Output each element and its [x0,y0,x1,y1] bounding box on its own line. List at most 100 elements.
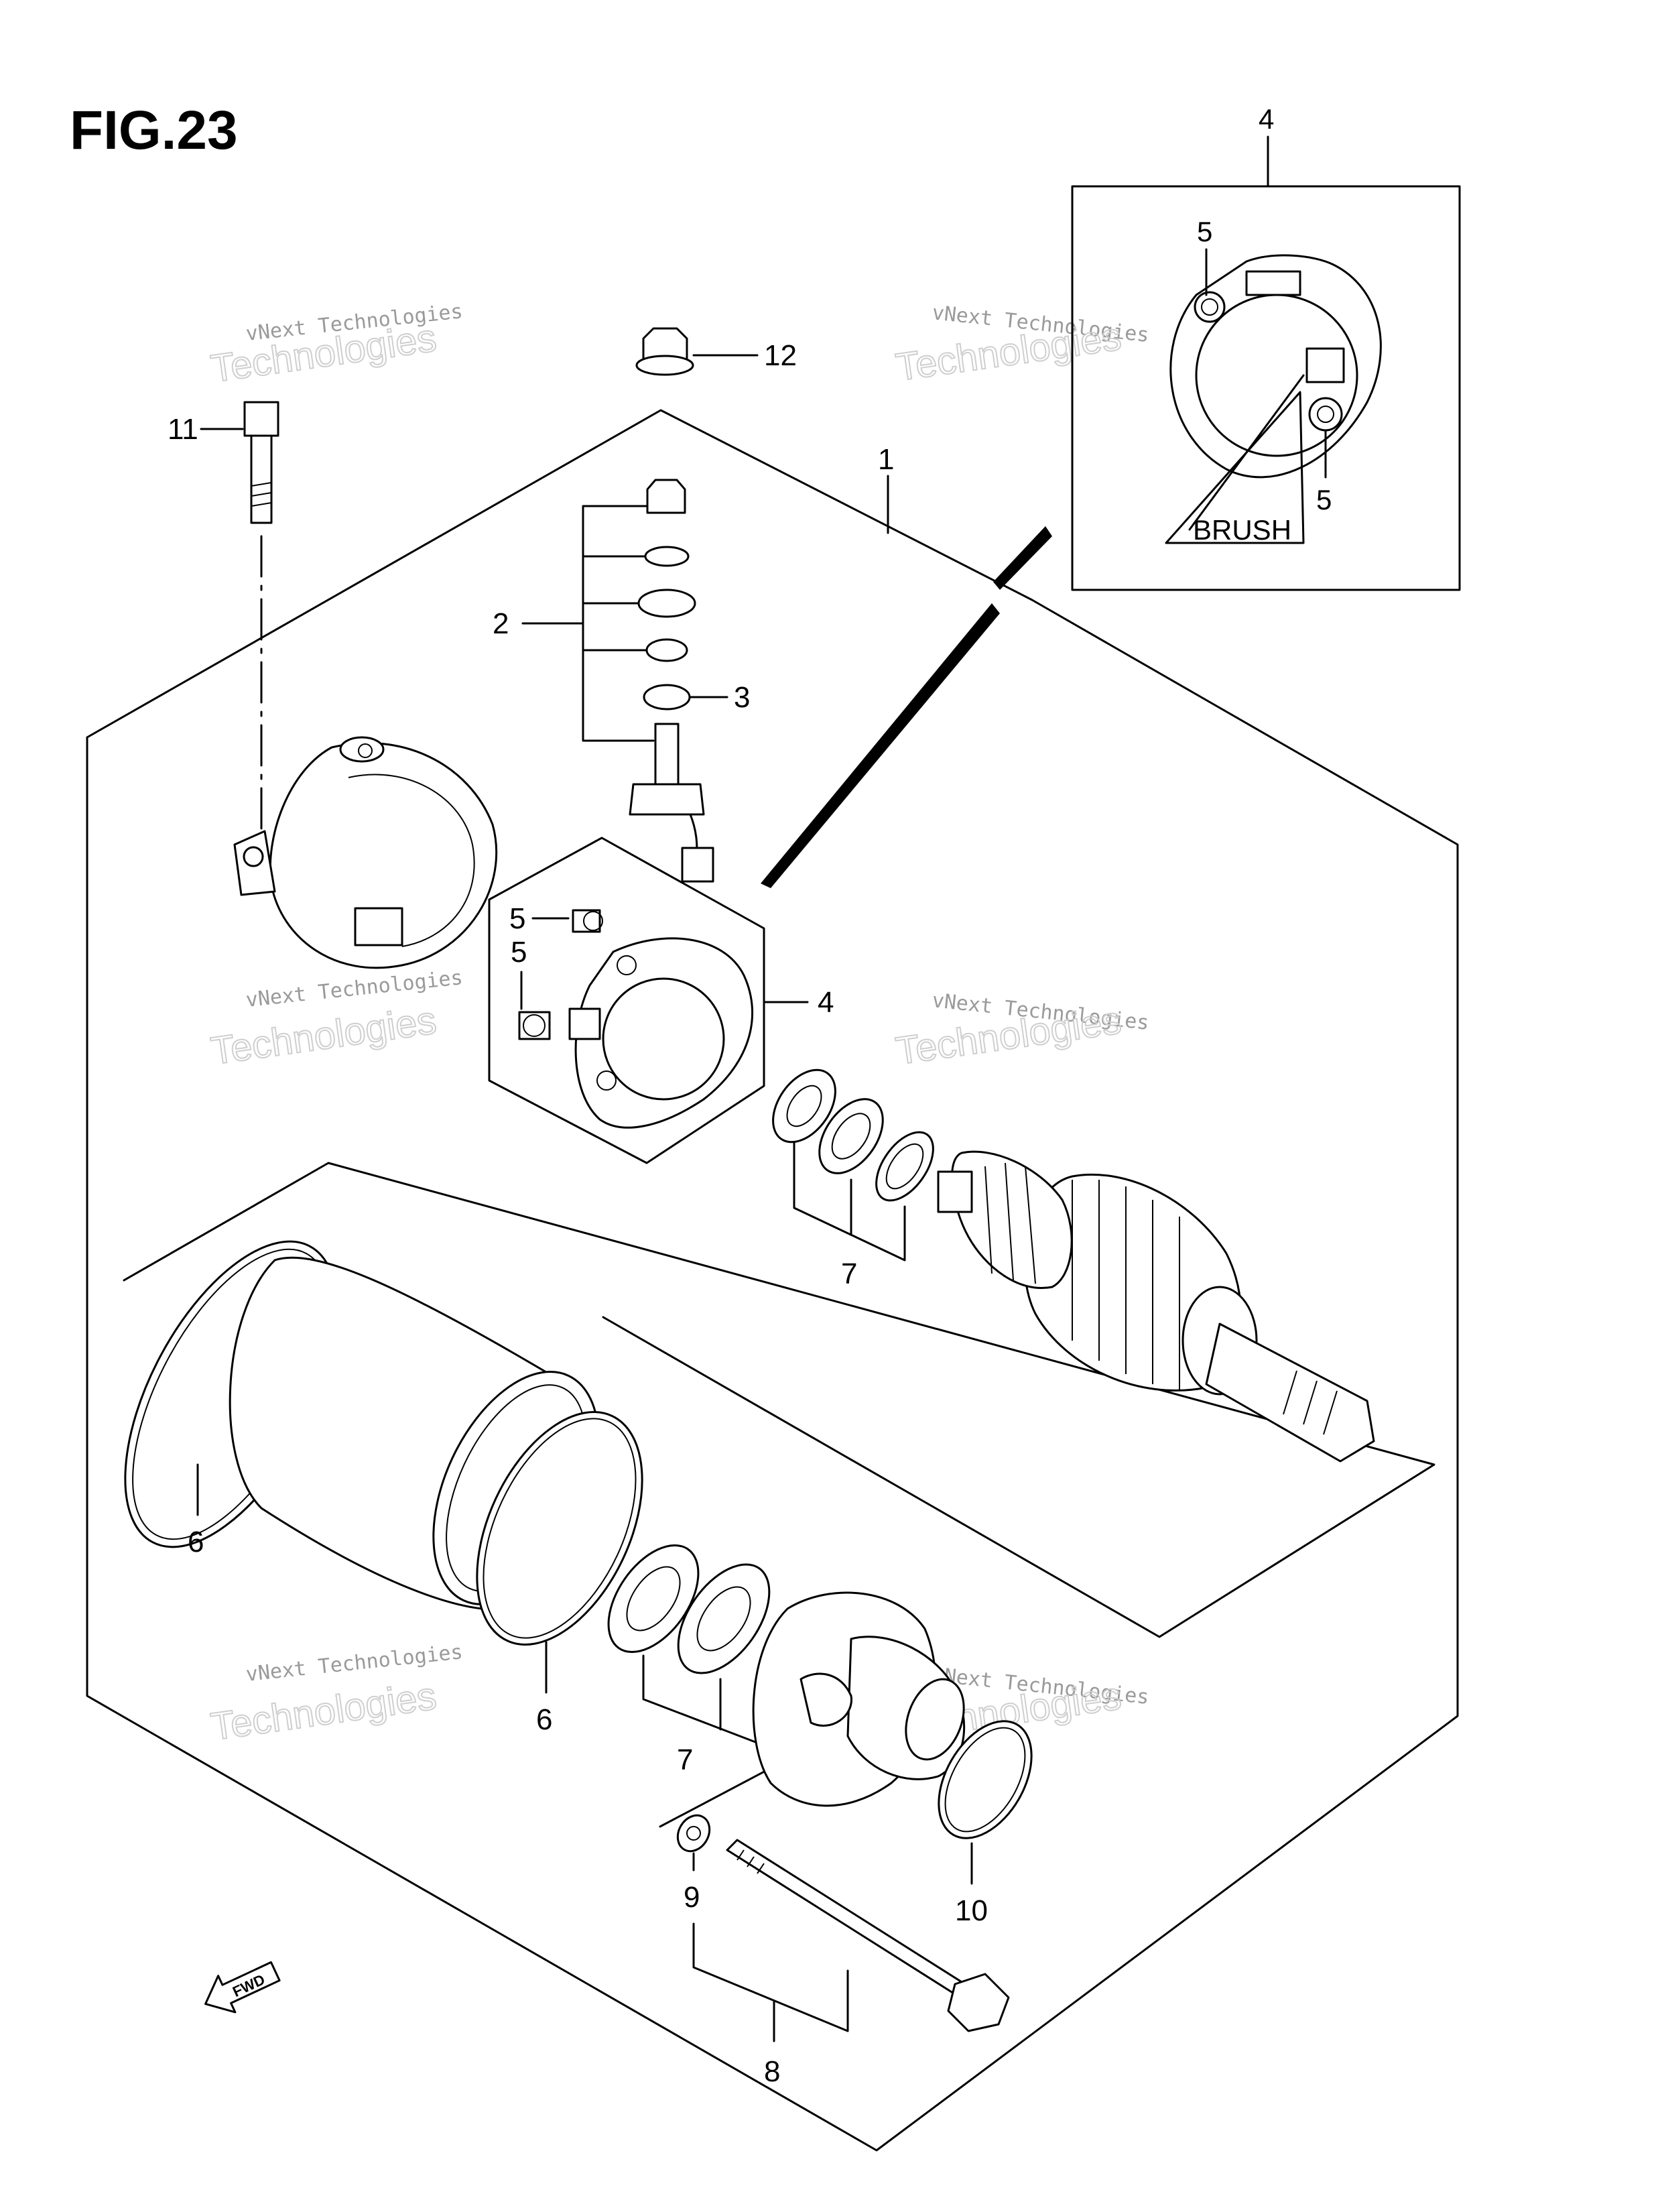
brush-pointer [1165,391,1305,544]
washer-7-upper-c-hole [885,1143,924,1190]
rear-cover [233,736,498,969]
terminal-bolt [654,723,680,786]
callout-12: 12 [764,339,797,372]
part-8-through-bolts: 9 8 [676,1814,1010,2088]
rear-cover-lug-hole [243,846,264,867]
rear-cover-boss [354,907,403,946]
through-bolt-thread-3 [757,1863,765,1874]
front-housing-ear [800,1672,852,1727]
terminal-washer-3 [645,638,688,662]
inset-frame [1071,185,1461,591]
o-ring-6-mid-inner [483,1418,637,1639]
inset-connector-beam [761,603,1000,888]
washer-7-upper-b [818,1098,884,1174]
bracket-7-upper [793,1142,906,1262]
front-housing: 10 [659,1591,1033,1927]
assembly-boundary [86,409,1459,2152]
o-ring-10 [938,1720,1033,1839]
shaft-spline-3 [1323,1390,1338,1435]
washer-7-lower-a-hole [626,1566,681,1632]
terminal-base [629,783,705,816]
part-11-bolt: 11 [168,401,279,833]
part-4-brush-holder: 5 5 4 [488,837,834,1164]
bolt-thread-1 [251,482,272,487]
bracket-8 [692,1922,849,2032]
o-ring-6-mid [476,1411,643,1646]
through-bolt-thread-2 [747,1856,755,1867]
watermark-text: Technologies [208,1674,439,1748]
nut-flange [635,355,694,376]
callout-6-left: 6 [188,1526,204,1558]
callout-5-inset-bottom: 5 [1316,484,1332,515]
o-ring-10-inner [944,1727,1026,1833]
terminal-connector [681,847,714,883]
rear-cover-body [269,742,498,969]
callout-7-lower: 7 [677,1743,693,1776]
callout-4-inset: 4 [1259,103,1274,135]
fwd-arrow-shape [204,1961,281,2014]
commutator-seg-1 [984,1166,993,1274]
yoke-assembly: 6 6 [124,1240,643,1736]
callout-5-main-b: 5 [511,936,527,969]
part-12-nut: 12 [635,327,797,376]
commutator-seg-3 [1025,1166,1036,1284]
brush-holder-mount-2 [596,1070,617,1091]
shaft-spline-2 [1303,1380,1318,1425]
brush-screw-a-head [583,911,603,931]
part-2-terminal-set: 2 3 [493,479,750,883]
brush-holder-mount-1 [617,955,637,975]
washer-7-upper-c [875,1131,934,1202]
screw-hole-top [1194,291,1226,323]
callout-10: 10 [955,1894,988,1927]
armature-frame [123,1162,1435,1638]
washer-7-upper-b-hole [831,1113,871,1160]
callout-5-main-a: 5 [509,902,525,935]
rear-cover-tab-hole [358,743,373,758]
terminal-lead-wire [689,813,698,853]
screw-hole-right-inner [1317,406,1334,423]
terminal-nut [646,479,686,514]
callout-6-mid: 6 [536,1703,552,1736]
front-housing-frame [659,1762,782,1828]
callout-2: 2 [493,607,509,640]
commutator-seg-2 [1005,1162,1014,1281]
washer-7-upper-a-hole [786,1085,822,1127]
part-7-washers-lower: 7 [607,1544,771,1776]
screw-hole-top-inner [1201,298,1218,316]
rear-cover-inner [348,774,475,947]
brush-screw-b [518,1011,551,1040]
washer-9-hole [686,1826,701,1841]
watermark-text: Technologies [208,998,439,1072]
terminal-insulator [643,684,691,711]
rear-cover-tab [339,736,385,763]
washer-7-lower-b-hole [696,1586,751,1652]
figure-title: FIG.23 [70,100,238,161]
armature-shaft-rear [937,1170,973,1213]
terminal-washer-2 [637,589,696,618]
through-bolt-shank [726,1839,966,1995]
bracket-2 [582,505,655,742]
brush-label: BRUSH [1193,514,1291,546]
brush-screw-a [572,909,601,933]
screw-hole-right [1308,397,1343,432]
terminal-washer-1 [644,546,690,567]
washer-7-upper-a [772,1068,836,1144]
brush-holder-clip [568,1007,601,1040]
brush-holder-group-frame [488,837,765,1164]
bolt-head [243,401,279,437]
brush-holder-inset: 4 5 5 BRUSH [1071,103,1461,591]
bolt-shank [250,434,273,524]
through-bolt-thread-1 [737,1849,745,1861]
brush-holder-hole [602,977,725,1101]
callout-4-main: 4 [818,986,834,1019]
brush-tab-top [1245,270,1301,296]
front-housing-bore [905,1678,965,1761]
callout-1: 1 [878,443,894,476]
armature [123,1150,1435,1638]
through-bolt-head [947,1973,1010,2032]
fwd-arrow: FWD [204,1961,281,2014]
bolt-thread-3 [251,502,272,507]
callout-8: 8 [764,2055,780,2088]
part-7-washers-upper: 7 [772,1068,934,1290]
